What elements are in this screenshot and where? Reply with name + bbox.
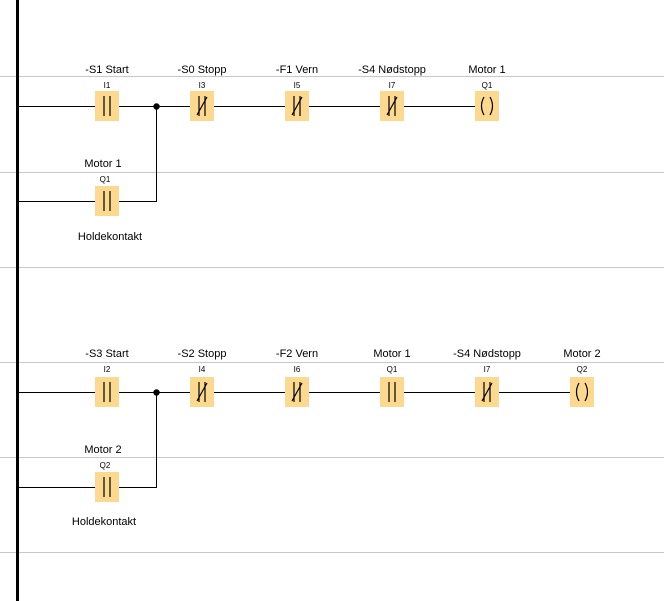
rung2-contact4-box xyxy=(380,377,404,407)
rung2-contact3-addr: I6 xyxy=(293,365,301,374)
rung2-coil-addr: Q2 xyxy=(576,365,588,374)
rung2-contact3-slash xyxy=(291,382,303,402)
rung1-branch-contact-box xyxy=(95,186,119,216)
rung2-contact1-box xyxy=(95,377,119,407)
rung2-coil-arc-right xyxy=(584,382,589,402)
rung1-contact2-slash xyxy=(196,96,208,116)
rung2-contact5-slash xyxy=(481,382,493,402)
rung2-junction-dot xyxy=(153,389,160,396)
rung1-coil-box xyxy=(475,91,499,121)
rung1-branch-addr: Q1 xyxy=(99,175,111,184)
rung1-coil-arc-left xyxy=(480,96,485,116)
rung1-coil-arc-right xyxy=(489,96,494,116)
rung2-branch-addr: Q2 xyxy=(99,461,111,470)
power-rail xyxy=(16,0,19,601)
rung2-coil-arc-left xyxy=(575,382,580,402)
rung1-contact1-box xyxy=(95,91,119,121)
rung1-contact4-slash xyxy=(386,96,398,116)
rung2-contact3-label: -F2 Vern xyxy=(275,348,319,360)
rung1-contact4-addr: I7 xyxy=(388,81,396,90)
rung1-branch-note: Holdekontakt xyxy=(77,231,143,243)
rung2-branch-note: Holdekontakt xyxy=(71,516,137,528)
rung1-coil-addr: Q1 xyxy=(481,81,493,90)
rung2-coil-label: Motor 2 xyxy=(563,348,601,360)
rung2-contact4-label: Motor 1 xyxy=(373,348,411,360)
rung1-contact2-label: -S0 Stopp xyxy=(177,64,227,76)
rung1-contact2-addr: I3 xyxy=(198,81,206,90)
rung1-branch-label: Motor 1 xyxy=(84,158,122,170)
rung1-contact1-addr: I1 xyxy=(103,81,111,90)
rung1-contact1-label: -S1 Start xyxy=(85,64,129,76)
rung1-contact3-slash xyxy=(291,96,303,116)
rung2-coil-box xyxy=(570,377,594,407)
rung1-junction-dot xyxy=(153,103,160,110)
rung1-coil-label: Motor 1 xyxy=(468,64,506,76)
rung1-contact3-label: -F1 Vern xyxy=(275,64,319,76)
rung2-contact5-addr: I7 xyxy=(483,365,491,374)
rung2-contact2-addr: I4 xyxy=(198,365,206,374)
rung2-contact1-label: -S3 Start xyxy=(85,348,129,360)
rung2-contact2-slash xyxy=(196,382,208,402)
rung2-branch-label: Motor 2 xyxy=(84,444,122,456)
rung2-contact4-addr: Q1 xyxy=(386,365,398,374)
rung2-branch-contact-box xyxy=(95,472,119,502)
rung2-contact1-addr: I2 xyxy=(103,365,111,374)
rung1-contact3-addr: I5 xyxy=(293,81,301,90)
rung2-contact2-label: -S2 Stopp xyxy=(177,348,227,360)
rung2-contact5-label: -S4 Nødstopp xyxy=(453,348,521,360)
rung1-contact4-label: -S4 Nødstopp xyxy=(358,64,426,76)
